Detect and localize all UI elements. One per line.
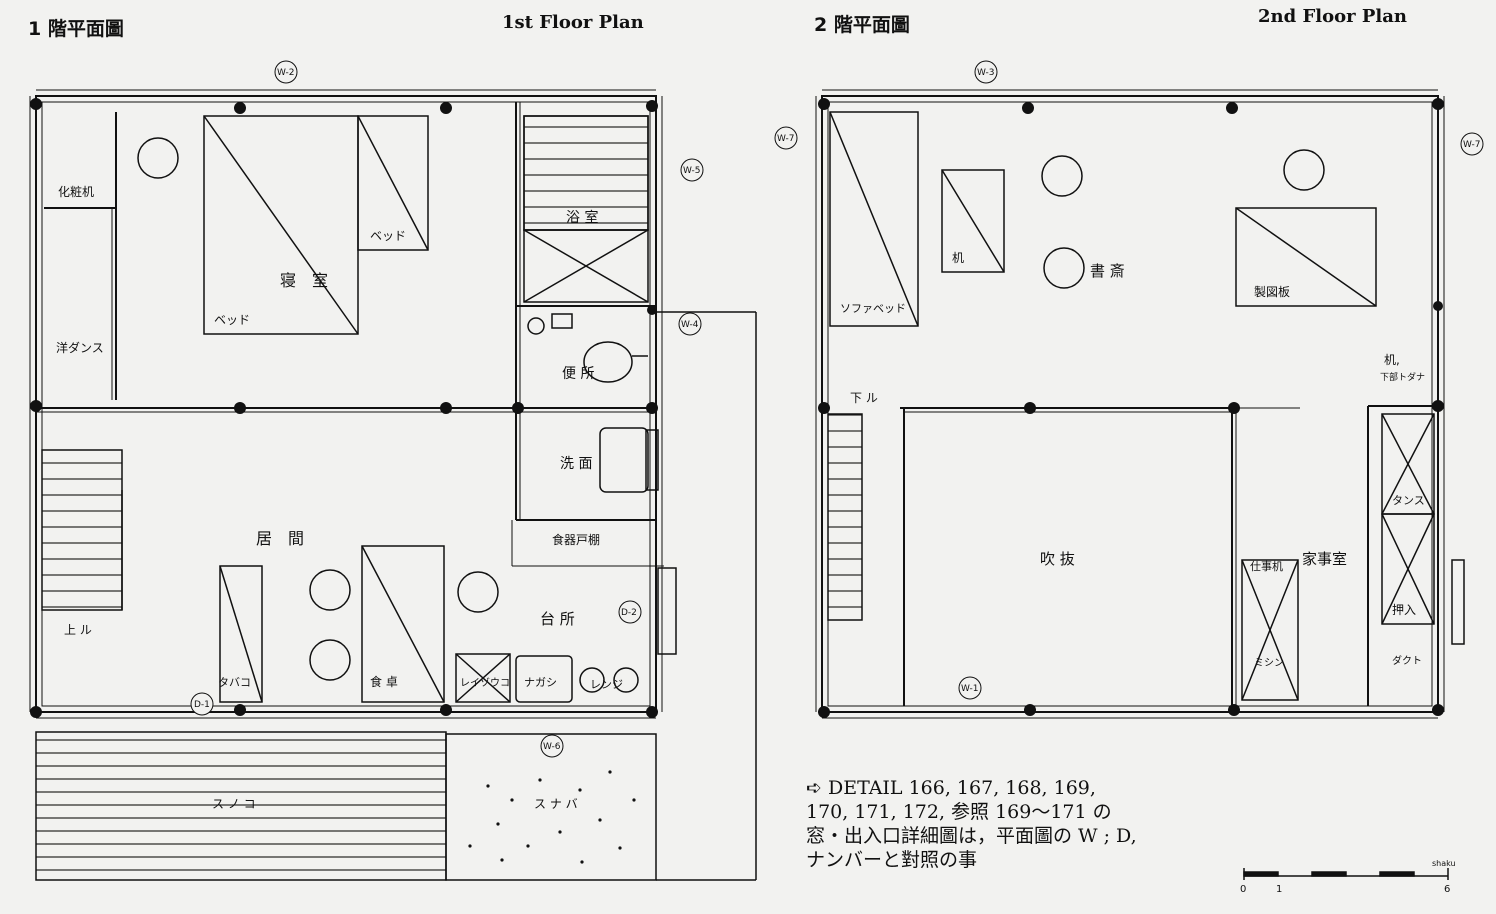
scale-label-6: 6 — [1444, 884, 1450, 895]
label-void: 吹 抜 — [1040, 550, 1075, 568]
tag-w1: W-1 — [958, 676, 982, 700]
label-bedroom: 寝 室 — [280, 271, 328, 290]
first-floor-furniture — [137, 115, 677, 703]
first-floor-plan — [29, 89, 757, 881]
label-dresser: 化粧机 — [58, 185, 94, 199]
label-bed-main: ベッド — [214, 313, 250, 327]
svg-text:D-2: D-2 — [621, 608, 637, 618]
label-bed-small: ベッド — [370, 229, 406, 243]
svg-text:W-7: W-7 — [1463, 140, 1481, 150]
label-bath: 浴 室 — [566, 209, 598, 226]
label-dining-table: 食 卓 — [370, 674, 398, 689]
detail-note-line-1: ➪ DETAIL 166, 167, 168, 169, — [806, 777, 1096, 799]
first-floor-labels: 寝 室 ベッド ベッド 化粧机 洋ダンス 浴 室 便 所 洗 面 食器戸棚 居 … — [56, 185, 623, 811]
tag-w7-left: W-7 — [774, 126, 798, 150]
label-down: 下 ル — [850, 391, 878, 405]
detail-note-line-2: 170, 171, 172, 参照 169～171 の — [806, 801, 1112, 823]
label-range: レンジ — [590, 678, 623, 691]
scale-label-1: 1 — [1276, 884, 1282, 895]
label-living: 居 間 — [256, 529, 304, 548]
label-desk: 机 — [952, 251, 964, 265]
first-floor-columns — [30, 98, 658, 718]
svg-text:D-1: D-1 — [194, 700, 210, 710]
label-desk-storage-1: 机, — [1384, 353, 1400, 367]
second-floor-plan — [815, 89, 1465, 719]
floor1-en-title: 1st Floor Plan — [502, 12, 644, 33]
label-washroom: 洗 面 — [560, 456, 592, 472]
tag-w2: W-2 — [274, 60, 298, 84]
scale-unit: shaku — [1432, 859, 1456, 868]
label-chest: タンス — [1392, 494, 1425, 507]
tag-d2: D-2 — [618, 600, 642, 624]
label-deck: ス ノ コ — [212, 797, 256, 811]
label-utility: 家事室 — [1302, 550, 1347, 568]
label-fridge: レイゾウコ — [460, 677, 510, 689]
label-toilet: 便 所 — [562, 366, 594, 382]
tag-d1: D-1 — [190, 692, 214, 716]
second-floor-columns — [818, 98, 1444, 718]
svg-text:W-7: W-7 — [777, 134, 795, 144]
svg-text:W-1: W-1 — [961, 684, 979, 694]
second-floor-labels: ソファベッド 机 書 斎 製図板 机, 下部トダナ 下 ル 吹 抜 仕事机 家事… — [840, 251, 1425, 669]
svg-text:W-6: W-6 — [543, 742, 561, 752]
detail-note: ➪ DETAIL 166, 167, 168, 169, 170, 171, 1… — [806, 776, 1226, 872]
svg-text:W-4: W-4 — [681, 320, 699, 330]
label-sandbox: ス ナ バ — [534, 797, 578, 811]
second-floor-furniture — [829, 111, 1465, 701]
floor2-jp-title: 2 階平面圖 — [814, 14, 910, 36]
label-cupboard: 食器戸棚 — [552, 532, 600, 547]
svg-text:W-2: W-2 — [277, 68, 295, 78]
tag-w5: W-5 — [680, 158, 704, 182]
tag-w3: W-3 — [974, 60, 998, 84]
floor2-en-title: 2nd Floor Plan — [1258, 6, 1407, 27]
label-sofabed: ソファベッド — [840, 302, 906, 315]
label-wardrobe: 洋ダンス — [56, 340, 104, 355]
second-floor-tags: W-3 W-7 W-7 W-1 — [774, 60, 1484, 700]
first-floor-interior-walls — [36, 102, 664, 567]
second-floor-interior-walls — [900, 405, 1438, 706]
label-tobacco: タバコ — [218, 676, 251, 689]
label-drafting: 製図板 — [1254, 285, 1290, 299]
label-workdesk: 仕事机 — [1250, 559, 1283, 573]
floor1-jp-title: 1 階平面圖 — [28, 18, 124, 40]
label-up: 上 ル — [64, 623, 92, 637]
label-closet: 押入 — [1392, 603, 1416, 617]
tag-w7-right: W-7 — [1460, 132, 1484, 156]
label-sewing: ミシン — [1254, 658, 1284, 669]
first-floor-staircase — [41, 449, 123, 611]
scale-label-0: 0 — [1240, 884, 1246, 895]
first-floor-tags: W-2 W-5 W-4 D-2 D-1 W-6 — [190, 60, 704, 758]
scale-bar: 0 1 6 shaku — [1240, 859, 1456, 895]
svg-text:W-5: W-5 — [683, 166, 701, 176]
second-floor-outer-walls — [815, 89, 1445, 719]
second-floor-staircase — [827, 413, 863, 621]
tag-w4: W-4 — [678, 312, 702, 336]
label-kitchen: 台 所 — [540, 610, 575, 628]
svg-text:W-3: W-3 — [977, 68, 995, 78]
label-study: 書 斎 — [1090, 262, 1125, 280]
first-floor-exterior — [35, 311, 757, 881]
label-sink: ナガシ — [524, 676, 557, 689]
label-desk-storage-2: 下部トダナ — [1380, 371, 1425, 383]
tag-w6: W-6 — [540, 734, 564, 758]
label-duct: ダクト — [1392, 654, 1422, 667]
detail-note-line-4: ナンバーと對照の事 — [806, 849, 978, 871]
detail-note-line-3: 窓・出入口詳細圖は，平面圖の W ; D, — [806, 825, 1137, 847]
